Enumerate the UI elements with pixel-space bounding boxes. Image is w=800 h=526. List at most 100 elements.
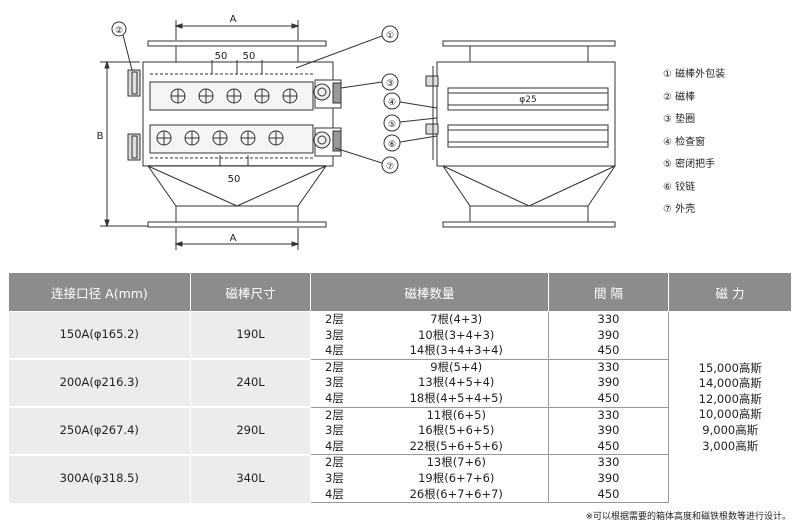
callout-3: ③ [386,79,394,89]
dim-a-top: A [230,14,237,25]
footnote: ※可以根据需要的箱体高度和磁铁根数等进行设计。 [585,512,791,522]
table-row: 200A(φ216.3) 240L 2层 9根(5+4) 330 [8,358,792,409]
cell-port-size: 300A(φ318.5) [8,454,191,503]
cell-layers: 3层 [310,470,365,487]
hinge-assembly [313,79,342,157]
side-top-flange [442,40,616,47]
dim-50-c: 50 [228,174,241,185]
cell-layers: 2层 [310,454,365,471]
callout-5: ⑤ [388,120,396,130]
cell-count: 14根(3+4+3+4) [409,343,503,358]
inspection-window-bottom [447,124,609,148]
cell-port-size: 200A(φ216.3) [8,359,191,409]
cell-gap: 450 [548,343,669,360]
table-header: 连接口径 A(mm) 磁棒尺寸 磁棒数量 間 隔 磁 力 [8,272,793,312]
cell-gap: 330 [548,406,669,424]
table-row: 4层 18根(4+5+4+5) 450 [9,390,792,408]
cell-count: 13根(4+5+4) [418,375,495,390]
dim-50-b: 50 [243,51,256,62]
cell-layers: 2层 [310,310,365,328]
header-rod-size: 磁棒尺寸 [190,272,311,312]
callout-6: ⑥ [388,140,396,150]
cell-count: 7根(4+3) [364,310,549,328]
table-row: 300A(φ318.5) 340L 2层 13根(7+6) 330 [8,454,792,503]
parts-legend: ① 磁棒外包装 ② 磁棒 ③ 垫圈 ④ 检查窗 ⑤ 密闭把手 ⑥ 铰链 ⑦ 外壳 [663,64,725,222]
cell-count: 26根(6+7+6+7) [364,486,549,504]
cell-layers: 4层 [310,390,365,408]
side-hopper [442,165,616,207]
hopper-cone [147,165,327,207]
rod-end-cap-bottom [127,133,141,161]
table-row: 4层 14根(3+4+3+4) 450 [9,343,792,360]
force-value: 10,000高斯 [698,407,762,422]
cell-count: 11根(6+5) [364,406,549,424]
cell-count: 10根(3+4+3) [418,327,495,342]
side-bottom-flange [442,221,616,228]
table-row: 3层 19根(6+7+6) 390 [9,470,792,487]
cell-rod-length: 240L [190,359,311,409]
cell-count: 19根(6+7+6) [418,470,495,485]
spec-table: 连接口径 A(mm) 磁棒尺寸 磁棒数量 間 隔 磁 力 150A(φ165.2… [8,272,793,504]
cell-layers: 3层 [310,375,365,391]
dim-50-a: 50 [215,51,228,62]
legend-item: ③ 垫圈 [663,114,696,125]
table-row: 3层 13根(4+5+4) 390 [9,375,792,391]
cell-gap: 330 [548,358,669,376]
rod-end-cap-top [127,69,141,97]
cell-rod-length: 290L [190,407,311,456]
table-row: 250A(φ267.4) 290L 2层 11根(6+5) 330 [8,406,792,456]
cell-count: 13根(7+6) [364,454,549,471]
force-value: 12,000高斯 [698,391,762,406]
legend-item: ① 磁棒外包装 [663,69,726,80]
cell-port-size: 250A(φ267.4) [8,407,191,456]
cell-layers: 2层 [310,406,365,424]
legend-item: ② 磁棒 [663,91,696,103]
cell-gap: 330 [548,454,669,471]
cell-gap: 330 [548,310,669,328]
header-rod-count: 磁棒数量 [309,272,550,312]
legend-item: ⑦ 外壳 [663,204,696,215]
table-row: 3层 10根(3+4+3) 390 [9,327,792,344]
cell-gap: 450 [548,438,669,455]
top-flange [147,40,327,47]
legend-item: ④ 检查窗 [663,136,706,148]
callout-4: ④ [388,98,396,108]
cell-magnetic-force: 15,000高斯 14,000高斯 12,000高斯 10,000高斯 9,00… [668,310,792,503]
table-row: 4层 22根(5+6+5+6) 450 [9,438,792,455]
cell-gap: 390 [548,423,669,439]
cell-gap: 450 [548,390,669,408]
callout-1: ① [386,31,394,41]
force-value: 9,000高斯 [702,422,759,437]
magnet-rods-bottom [156,130,284,146]
side-housing [436,61,616,167]
dim-phi25: φ25 [519,95,536,105]
table-row: 150A(φ165.2) 190L 2层 7根(4+3) 330 15,000高… [8,310,792,503]
cell-gap: 390 [548,375,669,391]
cell-gap: 450 [548,486,669,504]
dim-a-bottom: A [230,233,237,244]
cell-layers: 4层 [310,486,365,504]
cell-count: 18根(4+5+4+5) [409,390,503,405]
magnet-rods-top [170,88,298,104]
cell-layers: 4层 [310,343,365,360]
force-value: 14,000高斯 [698,376,762,391]
bottom-flange [147,221,327,228]
header-force: 磁 力 [668,272,793,312]
cell-count: 22根(5+6+5+6) [409,438,503,453]
cell-layers: 2层 [310,358,365,376]
cell-gap: 390 [548,470,669,487]
force-value: 15,000高斯 [698,360,762,375]
table-row: 4层 26根(6+7+6+7) 450 [9,486,792,504]
cell-layers: 3层 [310,423,365,439]
legend-item: ⑤ 密闭把手 [663,159,716,170]
cell-rod-length: 190L [190,311,311,361]
cell-count: 16根(5+6+5) [418,423,495,438]
header-gap: 間 隔 [548,272,670,312]
callout-7: ⑦ [386,162,394,172]
cell-count: 9根(5+4) [364,358,549,376]
dim-b: B [97,131,104,142]
technical-drawing: A A B 50 50 50 φ25 ② ① ③ ⑦ ④ ⑤ ⑥ [97,14,616,250]
cell-layers: 4层 [310,438,365,455]
cell-layers: 3层 [310,327,365,344]
cell-gap: 390 [548,327,669,344]
